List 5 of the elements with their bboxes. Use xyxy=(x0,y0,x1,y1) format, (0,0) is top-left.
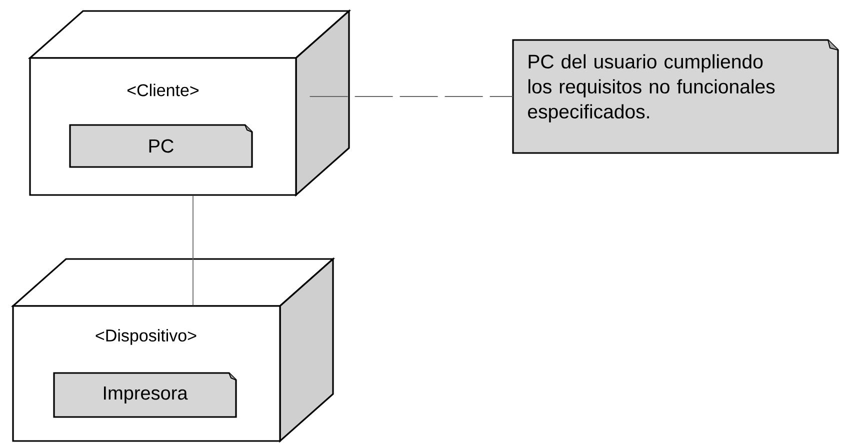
connector-line xyxy=(309,96,514,97)
note-box: PC del usuario cumpliendo los requisitos no funcionales especificados. xyxy=(512,39,839,154)
artifact-box: Impresora xyxy=(53,372,237,418)
connector-line xyxy=(192,195,194,306)
artifact-box: PC xyxy=(69,124,253,168)
